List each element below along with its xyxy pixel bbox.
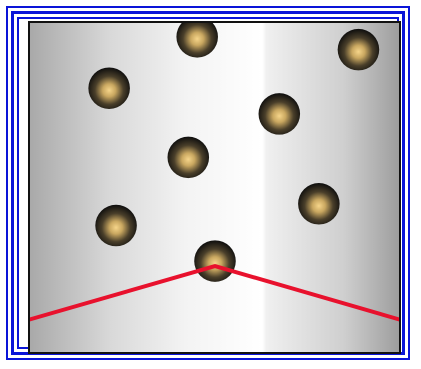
glowing-orb-icon bbox=[338, 29, 380, 70]
ball-body bbox=[168, 137, 210, 178]
game-canvas[interactable] bbox=[30, 23, 399, 352]
ball-body bbox=[259, 93, 301, 134]
glowing-orb-icon bbox=[88, 67, 130, 108]
glowing-orb-icon bbox=[168, 137, 210, 178]
glowing-orb-icon bbox=[95, 205, 137, 246]
ball-body bbox=[95, 205, 137, 246]
glowing-orb-icon bbox=[194, 240, 236, 281]
glowing-orb-icon bbox=[298, 183, 340, 224]
ball-body bbox=[88, 67, 130, 108]
glowing-orb-icon bbox=[259, 93, 301, 134]
ball-body bbox=[338, 29, 380, 70]
ball-body bbox=[298, 183, 340, 224]
game-board[interactable] bbox=[28, 21, 401, 354]
ball-body bbox=[194, 240, 236, 281]
